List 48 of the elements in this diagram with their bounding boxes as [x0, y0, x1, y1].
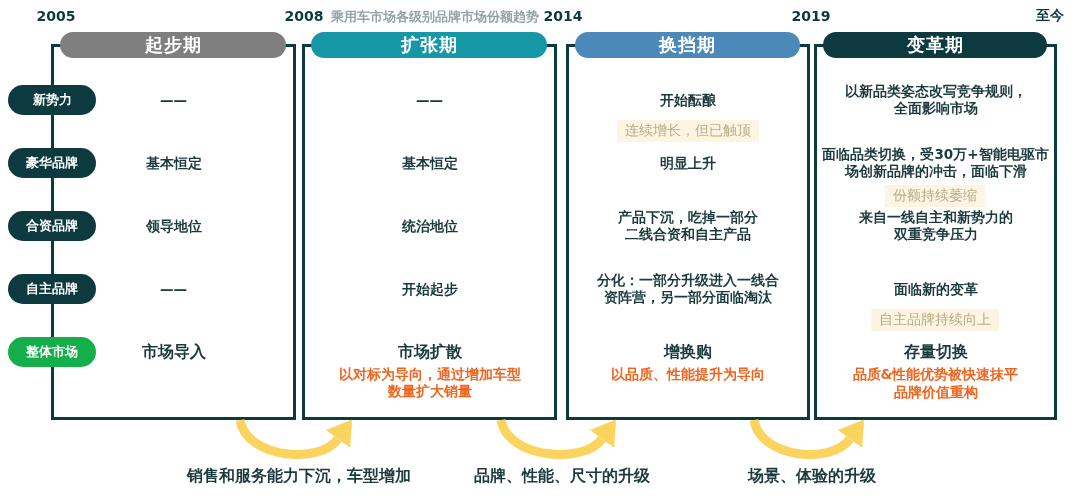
row-header: 自主品牌 [8, 274, 96, 304]
phase-frame [302, 32, 557, 420]
cell-text: —— [160, 280, 187, 298]
edge-label: 品牌、性能、尺寸的升级 [473, 466, 650, 486]
row-header: 整体市场 [8, 337, 96, 367]
cell-text: 基本恒定 [145, 154, 202, 172]
cell-text: 开始酝酿 [660, 91, 716, 109]
cell-text: 开始起步 [401, 280, 458, 298]
year-label: 2008 [284, 8, 324, 24]
cell-text: 产品下沉，吃掉一部分二线合资和自主产品 [617, 209, 759, 243]
cell-text: 分化：一部分升级进入一线合资阵营，另一部分面临淘汰 [597, 272, 779, 306]
phase-frame [814, 32, 1057, 420]
chart-title: 乘用车市场各级别品牌市场份额趋势 [331, 8, 539, 26]
phase-frame [566, 32, 810, 420]
phase-header: 起步期 [60, 32, 286, 58]
cell-text: 面临新的变革 [893, 280, 978, 298]
cell-text: 来自一线自主和新势力的双重竞争压力 [857, 209, 1014, 243]
stage-text: 市场扩散 [397, 342, 462, 362]
trend-callout: 连续增长，但已触顶 [617, 120, 759, 142]
stage-text: 增换购 [664, 342, 712, 362]
cell-text: 基本恒定 [401, 154, 458, 172]
cell-text: 统治地位 [401, 217, 458, 235]
year-label: 至今 [1036, 7, 1064, 25]
stage-text: 存量切换 [903, 342, 968, 362]
year-label: 2014 [543, 8, 583, 24]
trend-callout: 份额持续萎缩 [885, 185, 985, 207]
year-label: 2005 [36, 8, 76, 24]
edge-label: 销售和服务能力下沉，车型增加 [187, 466, 411, 486]
cell-text: 明显上升 [660, 154, 716, 172]
edge-label: 场景、体验的升级 [748, 466, 876, 486]
cell-text: —— [416, 91, 443, 109]
row-header: 合资品牌 [8, 211, 96, 241]
strategy-note: 以品质、性能提升为导向 [611, 366, 765, 383]
trend-callout: 自主品牌持续向上 [871, 309, 999, 331]
strategy-note: 品质&性能优势被快速抹平 [852, 366, 1019, 383]
row-header: 新势力 [8, 85, 96, 115]
phase-header: 扩张期 [311, 32, 547, 58]
phase-header: 变革期 [823, 32, 1047, 58]
strategy-note: 以对标为导向，通过增加车型数量扩大销量 [337, 366, 522, 400]
stage-text: 市场导入 [141, 342, 206, 362]
cell-text: —— [160, 91, 187, 109]
cell-text: 面临品类切换，受30万+智能电驱市场创新品牌的冲击，面临下滑 [821, 146, 1050, 180]
strategy-note: 品牌价值重构 [893, 384, 978, 401]
year-label: 2019 [791, 8, 831, 24]
cell-text: 以新品类姿态改写竞争规则，全面影响市场 [844, 83, 1027, 117]
cell-text: 领导地位 [145, 217, 202, 235]
phase-header: 换挡期 [575, 32, 800, 58]
row-header: 豪华品牌 [8, 148, 96, 178]
